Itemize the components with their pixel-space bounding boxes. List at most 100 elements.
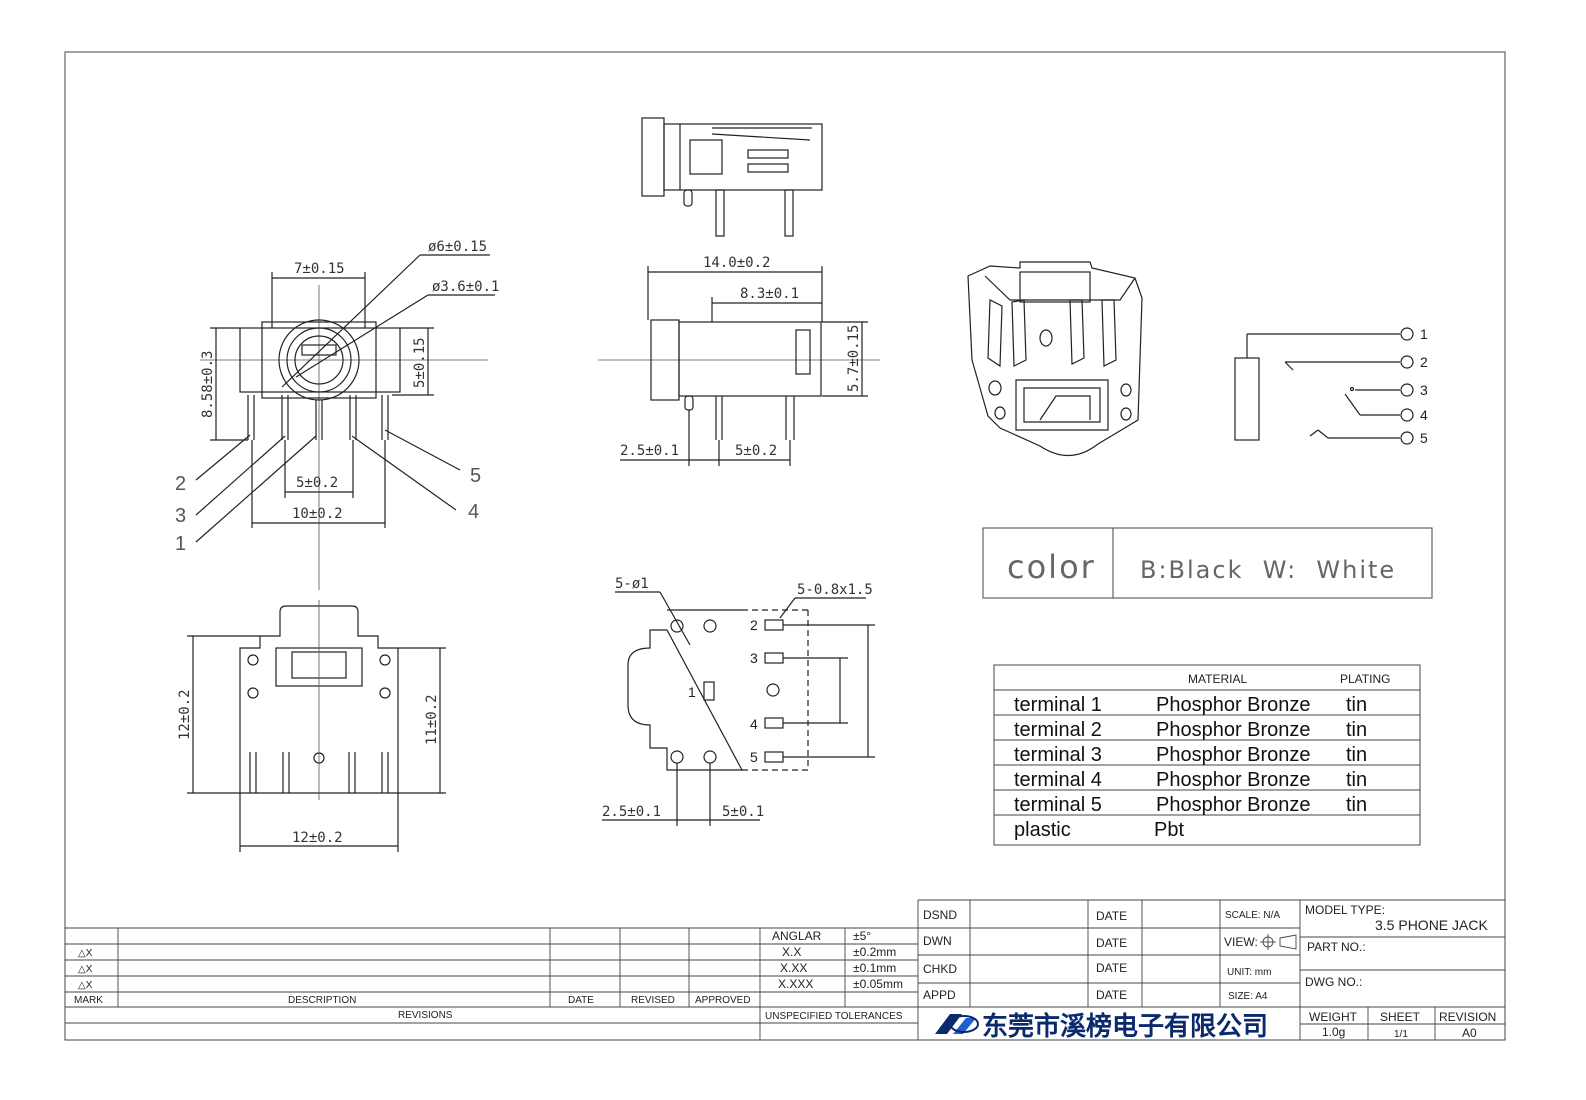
- material-row-plating: tin: [1346, 769, 1367, 791]
- revision-mark: △X: [78, 964, 93, 975]
- mark-header: MARK: [74, 995, 103, 1006]
- dim-side-height: 5.7±0.15: [846, 325, 862, 392]
- color-value: B:Black W: White: [1140, 556, 1396, 584]
- material-row-part: terminal 5: [1014, 794, 1102, 816]
- title-block: [917, 899, 1505, 1040]
- part-no-label: PART NO.:: [1307, 940, 1366, 954]
- top-view: [641, 117, 823, 237]
- sheet-value: 1/1: [1394, 1029, 1408, 1040]
- signoff-date-label: DATE: [1096, 909, 1127, 923]
- color-box: [982, 527, 1433, 599]
- material-row-part: terminal 1: [1014, 694, 1102, 716]
- callout-pin-2: 2: [175, 473, 186, 495]
- dim-side-pin-offset: 2.5±0.1: [620, 443, 679, 459]
- dim-pcb-offset: 2.5±0.1: [602, 804, 661, 820]
- tolerance-value: ±0.1mm: [853, 961, 896, 975]
- schematic-pin-1: 1: [1420, 326, 1428, 342]
- color-label: color: [1007, 548, 1096, 586]
- callout-pin-5: 5: [470, 465, 481, 487]
- schematic-pin-2: 2: [1420, 354, 1428, 370]
- drawing-frame: [64, 51, 1506, 1041]
- scale-field: SCALE: N/A: [1225, 910, 1280, 921]
- material-row-plating: tin: [1346, 694, 1367, 716]
- revision-mark: △X: [78, 980, 93, 991]
- pcb-pin-2: 2: [750, 617, 758, 633]
- callout-pin-1: 1: [175, 533, 186, 555]
- schematic-pin-5: 5: [1420, 430, 1428, 446]
- approved-header: APPROVED: [695, 995, 751, 1006]
- material-table: [993, 664, 1421, 846]
- model-type-label: MODEL TYPE:: [1305, 903, 1385, 917]
- material-row-material: Phosphor Bronze: [1156, 694, 1311, 716]
- material-row-part: plastic: [1014, 819, 1071, 841]
- pcb-pin-5: 5: [750, 749, 758, 765]
- size-field: SIZE: A4: [1228, 991, 1268, 1002]
- weight-label: WEIGHT: [1309, 1010, 1358, 1024]
- tolerance-value: ±5°: [853, 929, 871, 943]
- tolerance-key: X.X: [782, 945, 801, 959]
- dim-side-pin-pitch: 5±0.2: [735, 443, 777, 459]
- pcb-layout: [602, 591, 875, 826]
- tolerance-value: ±0.05mm: [853, 977, 903, 991]
- signoff-date-label: DATE: [1096, 988, 1127, 1002]
- dim-dia-outer: ø6±0.15: [428, 239, 487, 255]
- revisions-footer: REVISIONS: [398, 1010, 453, 1021]
- isometric-view: [967, 261, 1143, 457]
- signoff-appd: APPD: [923, 988, 956, 1002]
- tolerance-key: X.XX: [780, 961, 807, 975]
- material-row-plating: tin: [1346, 794, 1367, 816]
- dim-pin-span: 10±0.2: [292, 506, 343, 522]
- revised-header: REVISED: [631, 995, 675, 1006]
- dim-front-width: 7±0.15: [294, 261, 345, 277]
- material-row-material: Pbt: [1154, 819, 1184, 841]
- signoff-dsnd: DSND: [923, 908, 957, 922]
- revisions-block: [65, 927, 918, 1040]
- dim-bottom-height-right: 11±0.2: [424, 694, 440, 745]
- bottom-view: [187, 600, 446, 852]
- callout-pin-4: 4: [468, 501, 479, 523]
- revision-value: A0: [1462, 1026, 1477, 1040]
- dim-pin-pitch: 5±0.2: [296, 475, 338, 491]
- company-logo: [935, 1014, 979, 1034]
- dim-pcb-pads: 5-0.8x1.5: [797, 582, 873, 598]
- view-field: VIEW:: [1224, 935, 1258, 949]
- tolerance-key: ANGLAR: [772, 929, 822, 943]
- material-header: MATERIAL: [1188, 672, 1247, 686]
- schematic-pin-3: 3: [1420, 382, 1428, 398]
- schematic: [1234, 327, 1414, 445]
- signoff-chkd: CHKD: [923, 962, 957, 976]
- description-header: DESCRIPTION: [288, 995, 356, 1006]
- plating-header: PLATING: [1340, 672, 1390, 686]
- dim-dia-inner: ø3.6±0.1: [432, 279, 499, 295]
- material-row-material: Phosphor Bronze: [1156, 794, 1311, 816]
- dim-side-length: 14.0±0.2: [703, 255, 770, 271]
- company-name: 东莞市溪榜电子有限公司: [982, 1011, 1268, 1042]
- projection-icon: [1260, 934, 1297, 950]
- material-row-material: Phosphor Bronze: [1156, 769, 1311, 791]
- dwg-no-label: DWG NO.:: [1305, 975, 1362, 989]
- dim-pcb-holes: 5-ø1: [615, 576, 649, 592]
- schematic-pin-4: 4: [1420, 407, 1428, 423]
- pcb-pin-4: 4: [750, 716, 758, 732]
- tolerance-key: X.XXX: [778, 977, 813, 991]
- tolerance-value: ±0.2mm: [853, 945, 896, 959]
- pcb-pin-3: 3: [750, 650, 758, 666]
- callout-pin-3: 3: [175, 505, 186, 527]
- date-header: DATE: [568, 995, 594, 1006]
- material-row-part: terminal 2: [1014, 719, 1102, 741]
- weight-value: 1.0g: [1322, 1025, 1345, 1039]
- material-row-material: Phosphor Bronze: [1156, 744, 1311, 766]
- signoff-date-label: DATE: [1096, 961, 1127, 975]
- dim-bottom-width: 12±0.2: [292, 830, 343, 846]
- unit-field: UNIT: mm: [1227, 967, 1271, 978]
- material-rows: terminal 1 Phosphor Bronze tin terminal …: [1014, 694, 1367, 841]
- revision-label: REVISION: [1439, 1010, 1496, 1024]
- dim-bottom-height-left: 12±0.2: [177, 689, 193, 740]
- material-row-part: terminal 3: [1014, 744, 1102, 766]
- dim-front-height: 8.58±0.3: [200, 351, 216, 418]
- material-row-plating: tin: [1346, 744, 1367, 766]
- side-view: [598, 266, 880, 466]
- pcb-pin-1: 1: [688, 684, 696, 700]
- signoff-dwn: DWN: [923, 934, 952, 948]
